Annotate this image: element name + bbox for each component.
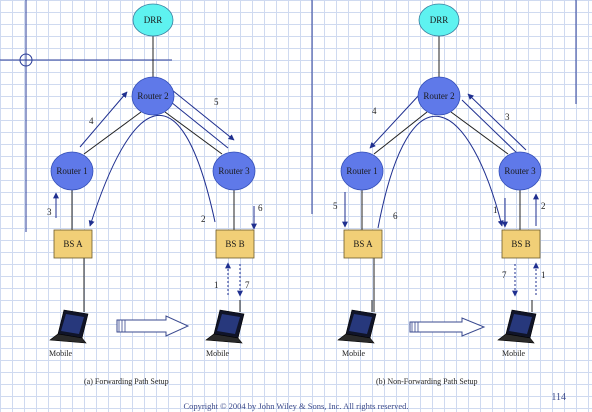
step-1-lower-label: 1 bbox=[541, 270, 546, 280]
step-2-label: 2 bbox=[201, 214, 206, 224]
non-forwarding-path-diagram: DRR Router 2 Router 1 Router 3 BS A BS B… bbox=[333, 3, 546, 386]
page-number: 114 bbox=[551, 392, 566, 403]
step-6-label: 6 bbox=[393, 211, 398, 221]
directory-label: DRR bbox=[144, 15, 163, 25]
arrow-step-2 bbox=[88, 114, 216, 227]
bs-a-label: BS A bbox=[353, 239, 373, 249]
router3-node bbox=[212, 151, 256, 191]
bs-b-label: BS B bbox=[225, 239, 244, 249]
arrow-step-4 bbox=[79, 91, 128, 148]
router1-label: Router 1 bbox=[346, 166, 377, 176]
mobile-right-label: Mobile bbox=[502, 349, 526, 358]
panel-a-caption: (a) Forwarding Path Setup bbox=[84, 377, 169, 386]
step-3-label: 3 bbox=[47, 207, 52, 217]
bs-b-box bbox=[501, 229, 541, 259]
laptop-icon bbox=[497, 300, 537, 344]
router3-label: Router 3 bbox=[504, 166, 536, 176]
arrow-step-3 bbox=[467, 93, 527, 151]
step-5-label: 5 bbox=[214, 97, 219, 107]
mobile-left-label: Mobile bbox=[49, 349, 73, 358]
mobile-left-label: Mobile bbox=[342, 349, 366, 358]
move-arrow-icon bbox=[116, 315, 190, 337]
directory-node bbox=[418, 3, 460, 37]
step-1-upper-label: 1 bbox=[493, 205, 498, 215]
step-4-label: 4 bbox=[89, 116, 94, 126]
router2-node bbox=[131, 76, 175, 116]
link-router2-router3 bbox=[450, 111, 509, 155]
step-5-label: 5 bbox=[333, 201, 338, 211]
laptop-icon bbox=[337, 300, 377, 344]
router3-node bbox=[498, 151, 542, 191]
bs-a-box bbox=[343, 229, 383, 259]
forwarding-path-diagram: DRR Router 2 Router 1 Router 3 BS A BS B… bbox=[47, 3, 263, 386]
directory-label: DRR bbox=[430, 15, 449, 25]
step-2-label: 2 bbox=[541, 201, 546, 211]
panel-b-caption: (b) Non-Forwarding Path Setup bbox=[376, 377, 478, 386]
router1-label: Router 1 bbox=[56, 166, 87, 176]
link-router2-router3 bbox=[164, 111, 223, 155]
router2-label: Router 2 bbox=[137, 91, 168, 101]
router1-node bbox=[50, 151, 94, 191]
arrow-step-5 bbox=[171, 89, 235, 141]
router1-node bbox=[340, 151, 384, 191]
step-7-label: 7 bbox=[502, 270, 507, 280]
bs-a-label: BS A bbox=[63, 239, 83, 249]
copyright-footer: Copyright © 2004 by John Wiley & Sons, I… bbox=[183, 401, 408, 411]
bs-b-box bbox=[215, 229, 255, 259]
step-1-label: 1 bbox=[214, 280, 219, 290]
step-4-label: 4 bbox=[372, 106, 377, 116]
router2-label: Router 2 bbox=[423, 91, 454, 101]
arrow-step-5-parallel bbox=[165, 97, 229, 149]
slide-decoration bbox=[0, 0, 577, 232]
router2-node bbox=[417, 76, 461, 116]
step-7-label: 7 bbox=[245, 280, 250, 290]
step-6-label: 6 bbox=[258, 203, 263, 213]
bs-b-label: BS B bbox=[511, 239, 530, 249]
move-arrow-icon bbox=[409, 317, 486, 337]
laptop-icon bbox=[49, 300, 89, 344]
mobile-right-label: Mobile bbox=[206, 349, 230, 358]
router3-label: Router 3 bbox=[218, 166, 250, 176]
arrow-step-6 bbox=[377, 115, 504, 229]
laptop-icon bbox=[205, 300, 245, 344]
bs-a-box bbox=[53, 229, 93, 259]
link-router2-router1 bbox=[83, 111, 142, 155]
arrow-step-4 bbox=[369, 93, 421, 149]
arrow-step-3-parallel bbox=[461, 99, 521, 157]
step-3-label: 3 bbox=[505, 112, 510, 122]
directory-node bbox=[132, 3, 174, 37]
link-router2-router1 bbox=[373, 111, 428, 155]
